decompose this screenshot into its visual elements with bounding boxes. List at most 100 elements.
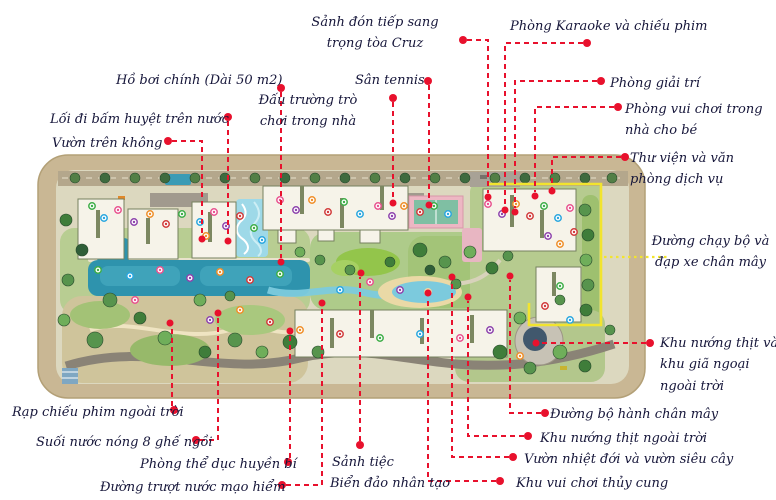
tree-icon — [459, 172, 471, 184]
label-outdoor-bbq: Khu nướng thịt ngoài trời — [540, 431, 708, 446]
trees — [57, 172, 618, 375]
tree-icon — [579, 303, 593, 317]
label-kids-indoor-play: Phòng vui chơi trong nhà cho bé — [625, 102, 763, 139]
amenity-badge-icon — [340, 198, 348, 206]
amenity-badge-icon — [296, 326, 304, 334]
amenity-badge-icon — [206, 316, 214, 324]
label-water-acupressure: Lối đi bấm huyệt trên nước — [50, 112, 229, 127]
tree-icon — [429, 172, 441, 184]
amenity-badge-icon — [266, 318, 274, 326]
amenity-badge-icon — [486, 326, 494, 334]
tree-icon — [249, 172, 261, 184]
amenity-badge-icon — [541, 302, 549, 310]
amenity-badge-icon — [258, 236, 266, 244]
tree-icon — [339, 172, 351, 184]
amenity-badge-icon — [554, 214, 562, 222]
tree-icon — [159, 172, 171, 184]
callout-dots — [164, 36, 654, 489]
amenity-badge-icon — [336, 330, 344, 338]
tree-icon — [369, 172, 381, 184]
amenity-badge-icon — [556, 240, 564, 248]
label-aquarium-playground: Khu vui chơi thủy cung — [516, 476, 669, 491]
tree-icon — [519, 172, 531, 184]
tree-icon — [99, 172, 111, 184]
amenity-badge-icon — [570, 228, 578, 236]
label-indoor-game-arena: Đấu trường trò chơi trong nhà — [258, 93, 358, 130]
label-mystic-gym: Phòng thể dục huyền bí — [140, 457, 297, 472]
tree-icon — [133, 311, 147, 325]
amenity-badge-icon — [88, 202, 96, 210]
lawns — [70, 248, 400, 366]
tree-icon — [129, 172, 141, 184]
tree-icon — [157, 330, 173, 346]
amenity-badge-icon — [324, 208, 332, 216]
tree-icon — [193, 293, 207, 307]
amenity-badge-icon — [556, 282, 564, 290]
tree-icon — [581, 228, 595, 242]
tree-icon — [57, 313, 71, 327]
tree-icon — [604, 324, 616, 336]
amenity-badge-icon — [400, 202, 408, 210]
amenity-badge-icon — [374, 202, 382, 210]
amenity-badge-icon — [216, 268, 224, 276]
tree-icon — [75, 243, 89, 257]
tree-icon — [344, 264, 356, 276]
amenity-badge-icon — [146, 210, 154, 218]
label-game-room: Phòng giải trí — [610, 76, 700, 91]
building-center-row — [262, 185, 409, 231]
amenity-badge-icon — [366, 278, 374, 286]
amenity-badge-icon — [544, 232, 552, 240]
amenity-badge-icon — [526, 212, 534, 220]
tree-icon — [189, 172, 201, 184]
amenity-badge-icon — [484, 200, 492, 208]
jogging-track-line — [487, 182, 670, 327]
tree-icon — [309, 172, 321, 184]
tree-icon — [59, 213, 73, 227]
tree-icon — [489, 172, 501, 184]
tree-icon — [502, 250, 514, 262]
label-artificial-island: Biển đảo nhân tạo — [330, 476, 451, 491]
tree-icon — [523, 361, 537, 375]
tree-icon — [578, 203, 592, 217]
label-tropical-garden: Vườn nhiệt đới và vườn siêu cây — [524, 452, 734, 467]
label-main-pool: Hồ bơi chính (Dài 50 m2) — [116, 73, 283, 88]
amenity-badge-icon — [250, 224, 258, 232]
tree-icon — [438, 255, 452, 269]
amenity-badge-icon — [276, 270, 284, 278]
amenity-badge-icon — [396, 286, 404, 294]
tree-icon — [412, 242, 428, 258]
amenity-badge-icon — [566, 316, 574, 324]
amenity-badge-icon — [416, 330, 424, 338]
label-sky-garden: Vườn trên không — [52, 136, 163, 151]
amenity-badge-icon — [178, 210, 186, 218]
label-hot-spring: Suối nước nóng 8 ghế ngồi — [36, 435, 213, 450]
tree-icon — [581, 278, 595, 292]
tree-icon — [485, 261, 499, 275]
tree-icon — [69, 172, 81, 184]
label-adventure-slide: Đường trượt nước mạo hiểm — [100, 480, 286, 495]
bbq-pond — [523, 327, 547, 351]
tree-icon — [424, 264, 436, 276]
tree-icon — [255, 345, 269, 359]
label-jogging-track: Đường chạy bộ và đạp xe chân mây — [651, 234, 770, 271]
building-bottom-row — [294, 309, 508, 358]
tree-icon — [294, 246, 306, 258]
label-reception-lobby: Sảnh đón tiếp sang trọng tòa Cruz — [311, 15, 439, 52]
label-sky-walk: Đường bộ hành chân mây — [550, 407, 719, 422]
amenity-badge-icon — [444, 210, 452, 218]
amenity-badge-icon — [236, 212, 244, 220]
tree-icon — [579, 172, 591, 184]
tree-icon — [227, 332, 243, 348]
label-tennis-court: Sân tennis — [355, 73, 425, 88]
tree-icon — [513, 311, 527, 325]
amenity-badge-icon — [540, 202, 548, 210]
tree-icon — [492, 344, 508, 360]
label-karaoke-cinema: Phòng Karaoke và chiếu phim — [510, 19, 708, 34]
amenity-badge-icon — [376, 334, 384, 342]
amenity-badge-icon — [246, 276, 254, 284]
label-bbq-picnic-area: Khu nướng thịt và khu giã ngoại ngoài tr… — [660, 336, 776, 394]
tree-icon — [552, 344, 568, 360]
amenity-badge-icon — [131, 296, 139, 304]
